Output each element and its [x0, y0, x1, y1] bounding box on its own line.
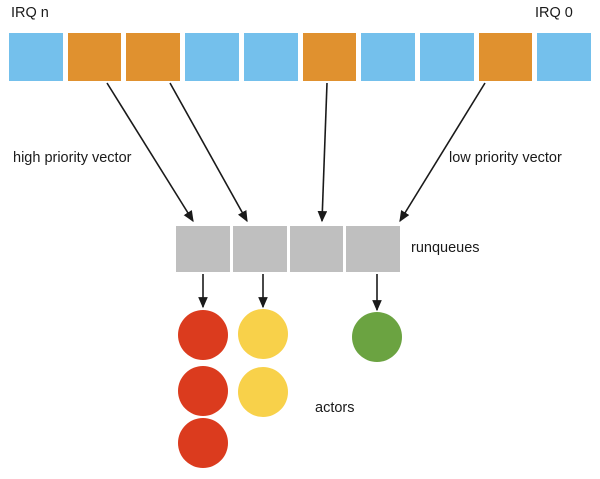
label-irq-n: IRQ n — [11, 5, 49, 21]
irq-vector-cell-6[interactable] — [361, 33, 415, 81]
actor-circle-yellow-2[interactable] — [238, 367, 288, 417]
actor-circle-red-2[interactable] — [178, 366, 228, 416]
actor-circle-yellow-1[interactable] — [238, 309, 288, 359]
runqueue-cell-3[interactable] — [346, 226, 400, 272]
irq-vector-cell-0[interactable] — [9, 33, 63, 81]
irq-vector-cell-3[interactable] — [185, 33, 239, 81]
arrow-vector-to-runqueue-2 — [317, 82, 328, 223]
runqueue-row — [176, 226, 400, 272]
actor-circle-green-1[interactable] — [352, 312, 402, 362]
label-actors: actors — [315, 400, 355, 416]
arrows-vector-to-runqueue — [106, 82, 486, 223]
irq-vector-cell-7[interactable] — [419, 33, 474, 81]
runqueue-cell-1[interactable] — [232, 226, 287, 272]
label-runqueues: runqueues — [411, 240, 480, 256]
runqueue-cell-0[interactable] — [176, 226, 230, 272]
irq-vector-cell-9[interactable] — [537, 33, 592, 81]
irq-vector-cell-5[interactable] — [302, 33, 357, 81]
label-low-priority-vector: low priority vector — [449, 150, 562, 166]
arrow-vector-to-runqueue-1 — [169, 82, 248, 223]
irq-vector-row — [9, 33, 592, 81]
actor-circle-red-1[interactable] — [178, 310, 228, 360]
irq-vector-cell-2[interactable] — [126, 33, 181, 81]
actor-circle-red-3[interactable] — [178, 418, 228, 468]
runqueue-cell-2[interactable] — [289, 226, 344, 272]
irq-vector-cell-4[interactable] — [243, 33, 298, 81]
irq-vector-cell-8[interactable] — [478, 33, 533, 81]
label-irq-0: IRQ 0 — [535, 5, 573, 21]
label-high-priority-vector: high priority vector — [13, 150, 132, 166]
irq-vector-cell-1[interactable] — [67, 33, 122, 81]
arrows-runqueue-to-actor — [198, 274, 382, 312]
